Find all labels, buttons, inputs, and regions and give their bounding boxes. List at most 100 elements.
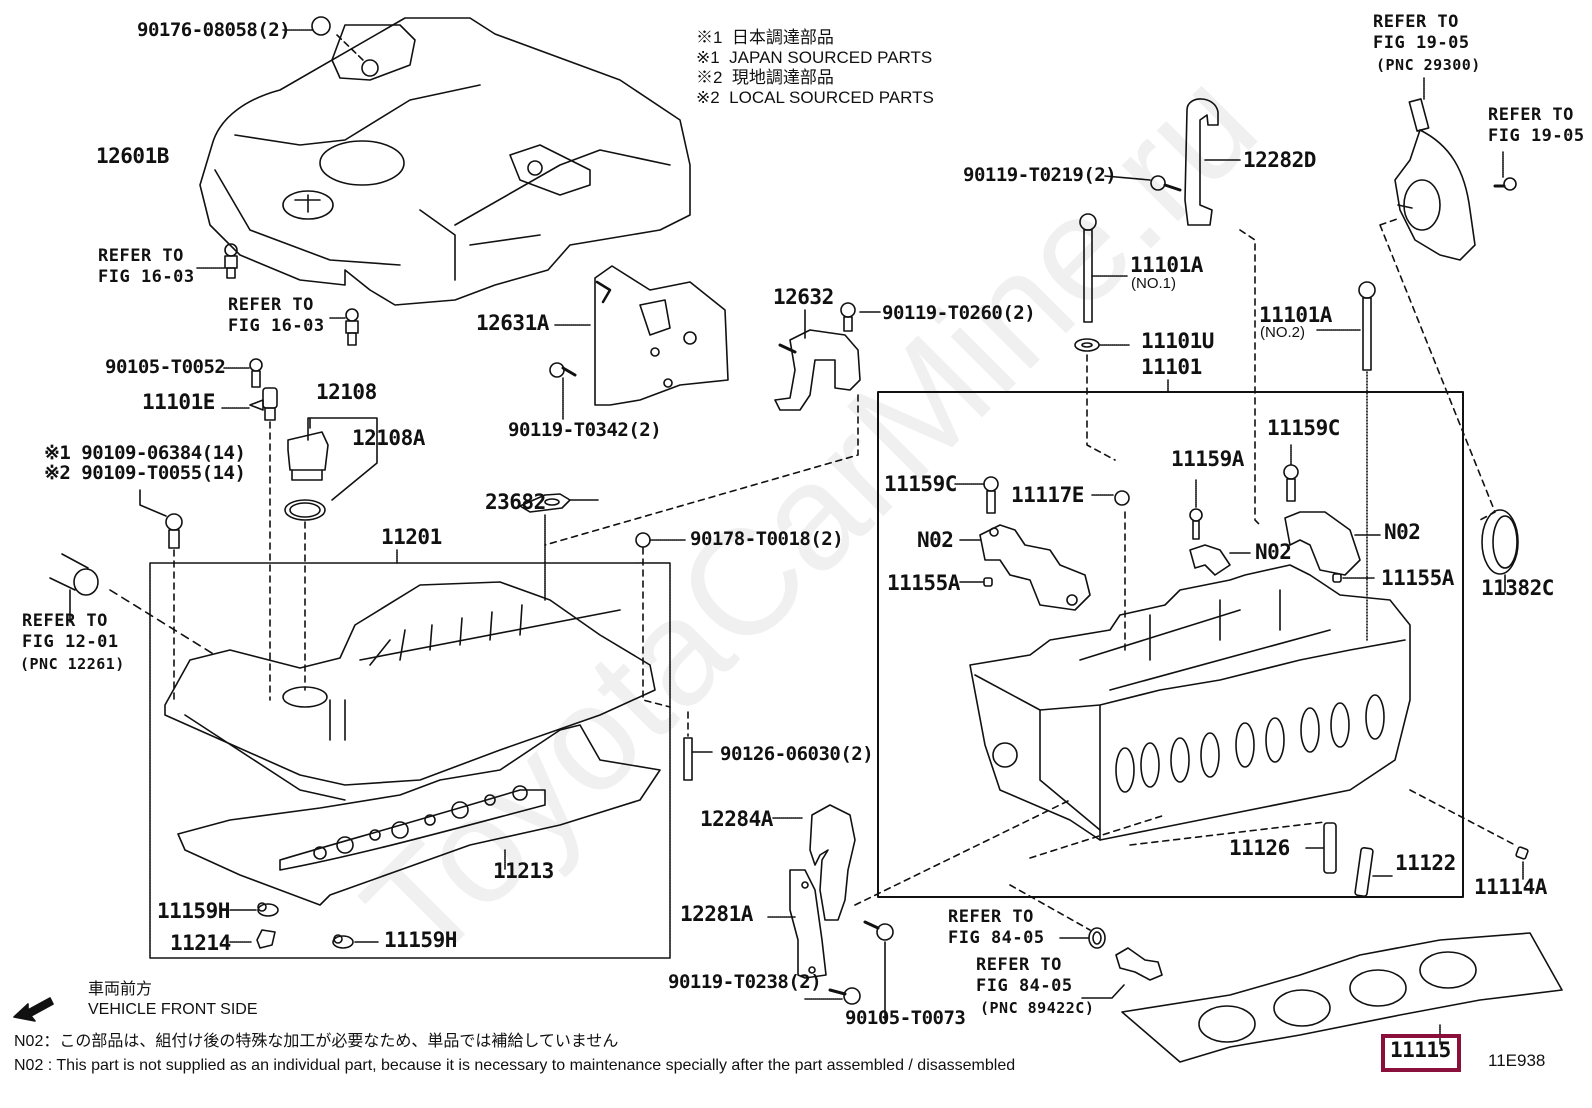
engine-cover-12601B xyxy=(199,17,691,306)
part-label-11382C[interactable]: 11382C xyxy=(1481,576,1554,600)
bracket-11159H-b xyxy=(332,934,379,949)
refer-link-fig12-01[interactable]: FIG 12-01 xyxy=(22,632,119,652)
part-label-90119-T0260[interactable]: 90119-T0260(2) xyxy=(882,302,1036,324)
part-label-12108A[interactable]: 12108A xyxy=(352,426,425,450)
bracket-12631A xyxy=(554,265,729,406)
refer-link-fig16-03-b[interactable]: FIG 16-03 xyxy=(228,316,325,336)
vacuum-pump-fig19-05 xyxy=(1379,77,1517,521)
part-label-11155A-b[interactable]: 11155A xyxy=(1381,566,1454,590)
bracket-11214 xyxy=(229,929,276,949)
refer-link-fig16-03-a[interactable]: FIG 16-03 xyxy=(98,267,195,287)
part-label-12108[interactable]: 12108 xyxy=(316,380,377,404)
part-label-11114A[interactable]: 11114A xyxy=(1474,875,1547,899)
bracket-12632 xyxy=(774,309,861,411)
stud-90126-06030 xyxy=(683,711,713,781)
part-label-11159C-a[interactable]: 11159C xyxy=(884,472,957,496)
bolt-90119-T0238 xyxy=(804,987,861,1005)
leader-bracket-head xyxy=(854,799,1071,906)
part-label-90109-T0055[interactable]: ※2 90109-T0055(14) xyxy=(44,462,246,484)
bolt-90119-T0342 xyxy=(549,362,577,421)
camshaft-cap-n02-a xyxy=(959,524,1091,611)
part-label-n02-c[interactable]: N02 xyxy=(1384,520,1421,544)
part-label-11201[interactable]: 11201 xyxy=(381,525,442,549)
guide-11126 xyxy=(1305,822,1337,874)
refer-label-fig84-05-b-line1: REFER TO xyxy=(976,955,1062,975)
part-label-90126-06030[interactable]: 90126-06030(2) xyxy=(720,743,874,765)
part-label-11213[interactable]: 11213 xyxy=(493,859,554,883)
part-label-11115[interactable]: 11115 xyxy=(1390,1038,1451,1062)
highlight-box-11115 xyxy=(1381,1034,1461,1072)
legend-line-2: ※1 JAPAN SOURCED PARTS xyxy=(696,48,933,67)
part-sub-no1: (NO.1) xyxy=(1131,275,1176,292)
bolt-90119-T0219 xyxy=(1104,175,1182,192)
part-label-90109-06384[interactable]: ※1 90109-06384(14) xyxy=(44,442,246,464)
refer-pnc-12261: (PNC 12261) xyxy=(20,655,125,673)
part-label-11126[interactable]: 11126 xyxy=(1229,836,1290,860)
part-label-11155A-a[interactable]: 11155A xyxy=(887,571,960,595)
part-label-90119-T0219[interactable]: 90119-T0219(2) xyxy=(963,164,1117,186)
part-label-11159C-b[interactable]: 11159C xyxy=(1267,416,1340,440)
part-label-11101[interactable]: 11101 xyxy=(1141,355,1202,379)
washer-11101U xyxy=(1074,338,1131,461)
cylinder-head-cover-11201 xyxy=(164,581,656,801)
part-label-11122[interactable]: 11122 xyxy=(1395,851,1456,875)
bolt-11159A xyxy=(1189,479,1203,540)
head-gasket-11115 xyxy=(1121,932,1563,1063)
part-label-90105-T0052[interactable]: 90105-T0052 xyxy=(105,356,226,378)
sensor-fig84-05 xyxy=(1081,947,1163,999)
refer-label-fig19-05-b-line1: REFER TO xyxy=(1488,105,1574,125)
part-label-23682[interactable]: 23682 xyxy=(485,490,546,514)
grommet-fig16-03-a xyxy=(196,243,238,279)
part-label-12281A[interactable]: 12281A xyxy=(680,902,753,926)
bolt-90105-T0073 xyxy=(863,920,894,1021)
refer-link-fig19-05-b[interactable]: FIG 19-05 xyxy=(1488,126,1585,146)
figure-id: 11E938 xyxy=(1488,1051,1546,1070)
part-label-11159A[interactable]: 11159A xyxy=(1171,447,1244,471)
part-label-n02-b[interactable]: N02 xyxy=(1255,540,1292,564)
part-label-90119-T0342[interactable]: 90119-T0342(2) xyxy=(508,419,662,441)
hanger-12282D xyxy=(1184,98,1261,526)
part-label-12631A[interactable]: 12631A xyxy=(476,311,549,335)
part-label-90176-08058[interactable]: 90176-08058(2) xyxy=(137,19,291,41)
refer-label-fig16-03-b-line1: REFER TO xyxy=(228,295,314,315)
plug-11114A xyxy=(1409,789,1529,881)
part-label-12282D[interactable]: 12282D xyxy=(1243,148,1316,172)
camshaft-cap-n02-b xyxy=(1189,544,1251,576)
refer-link-fig84-05-b[interactable]: FIG 84-05 xyxy=(976,976,1073,996)
part-label-11214[interactable]: 11214 xyxy=(170,931,231,955)
refer-link-fig19-05-a[interactable]: FIG 19-05 xyxy=(1373,33,1470,53)
part-label-90105-T0073[interactable]: 90105-T0073 xyxy=(845,1007,966,1029)
cylinder-head-11101 xyxy=(969,564,1411,841)
part-label-11101U[interactable]: 11101U xyxy=(1141,329,1214,353)
part-label-12601B[interactable]: 12601B xyxy=(96,144,169,168)
part-label-12632[interactable]: 12632 xyxy=(773,285,834,309)
part-label-n02-a[interactable]: N02 xyxy=(917,528,954,552)
plug-11117E xyxy=(1091,490,1130,651)
vehicle-front-jp: 車両前方 xyxy=(88,981,153,998)
part-label-90178-T0018[interactable]: 90178-T0018(2) xyxy=(690,528,844,550)
part-label-11159H-a[interactable]: 11159H xyxy=(157,899,230,923)
part-label-12284A[interactable]: 12284A xyxy=(700,807,773,831)
grommet-fig16-03-b xyxy=(329,308,359,346)
washer-fig84-05 xyxy=(1009,884,1106,949)
refer-label-fig16-03-a-line1: REFER TO xyxy=(98,246,184,266)
pin-11155A-b xyxy=(1332,573,1376,583)
legend-line-1: ※1 日本調達部品 xyxy=(696,28,834,47)
oil-filler-cap-12108 xyxy=(284,417,378,691)
guide-11122 xyxy=(1354,846,1393,898)
part-label-11117E[interactable]: 11117E xyxy=(1011,483,1084,507)
part-label-11101A-no2[interactable]: 11101A xyxy=(1259,303,1332,327)
plate-23682 xyxy=(519,493,599,601)
part-label-90119-T0238[interactable]: 90119-T0238(2) xyxy=(668,971,822,993)
refer-link-fig84-05-a[interactable]: FIG 84-05 xyxy=(948,928,1045,948)
part-label-11159H-b[interactable]: 11159H xyxy=(384,928,457,952)
vehicle-front-en: VEHICLE FRONT SIDE xyxy=(88,1001,258,1018)
arrow-left-down-icon xyxy=(13,997,54,1022)
pin-11155A-a xyxy=(959,577,993,587)
bolt-11159C-a xyxy=(954,476,999,514)
part-label-11101A-no1[interactable]: 11101A xyxy=(1130,253,1203,277)
bracket-12281A xyxy=(767,869,827,979)
part-label-11101E[interactable]: 11101E xyxy=(142,390,215,414)
nut-90178-T0018 xyxy=(635,532,686,708)
